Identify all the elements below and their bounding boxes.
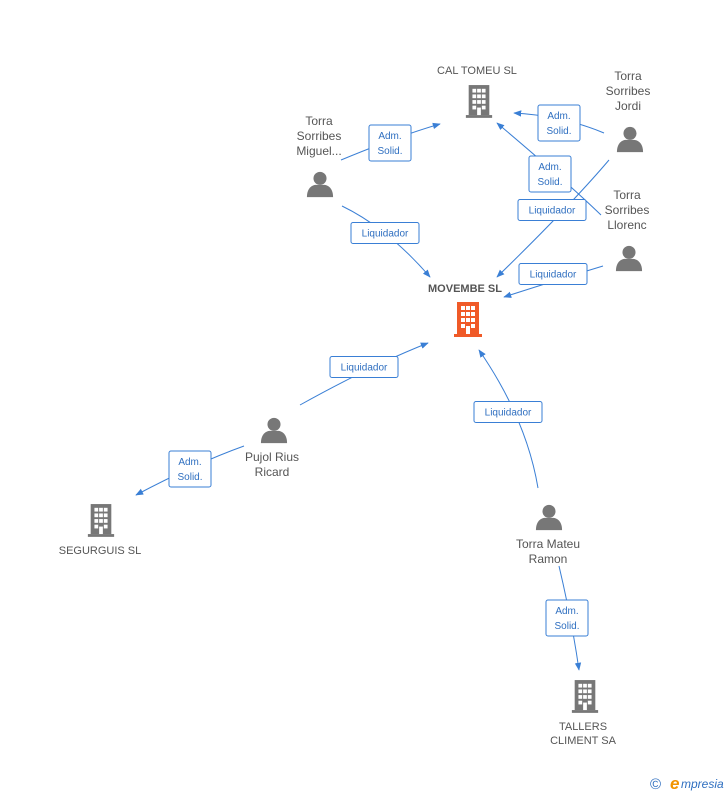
- node-label: Sorribes: [605, 203, 650, 217]
- brand-name: mpresia: [681, 777, 724, 791]
- person-icon: [616, 126, 644, 153]
- node-label: MOVEMBE SL: [428, 283, 502, 295]
- brand-watermark: © e mpresia: [650, 774, 724, 793]
- edge-label-text: Adm.: [538, 162, 561, 173]
- edge-label-e8[interactable]: Adm. Solid.: [168, 450, 212, 488]
- edge-label-box: [545, 599, 589, 637]
- edge-label-e3[interactable]: Adm. Solid.: [537, 104, 581, 142]
- node-talleres[interactable]: TALLERS CLIMENT SA: [550, 680, 617, 747]
- edge-label-text: Solid.: [554, 621, 579, 632]
- edge-label-box: [350, 222, 420, 244]
- edge-label-box: [537, 104, 581, 142]
- node-label: Torra: [305, 114, 333, 128]
- edge-label-text: Adm.: [555, 606, 578, 617]
- node-movembe[interactable]: MOVEMBE SL: [428, 283, 502, 337]
- edge-label-text: Solid.: [177, 472, 202, 483]
- edge-label-text: Liquidador: [485, 408, 532, 419]
- edge-label-e6[interactable]: Liquidador: [518, 263, 588, 285]
- building-icon: [454, 302, 482, 337]
- person-icon: [306, 171, 334, 198]
- edge-label-box: [473, 401, 543, 423]
- node-label: CLIMENT SA: [550, 735, 616, 747]
- edge-label-e1[interactable]: Adm. Solid.: [368, 124, 412, 162]
- brand-logo-letter: e: [670, 774, 679, 793]
- edge-label-text: Liquidador: [529, 206, 576, 217]
- edge-label-box: [329, 356, 399, 378]
- edge-label-text: Liquidador: [341, 363, 388, 374]
- edge-label-e2[interactable]: Liquidador: [350, 222, 420, 244]
- node-label: Llorenc: [607, 218, 646, 232]
- node-label: Jordi: [615, 99, 641, 113]
- node-label: CAL TOMEU SL: [437, 65, 517, 77]
- node-label: Sorribes: [606, 84, 651, 98]
- edge-label-text: Adm.: [547, 111, 570, 122]
- copyright-icon: ©: [650, 776, 661, 793]
- node-label: TALLERS: [559, 721, 607, 733]
- person-icon: [260, 417, 288, 444]
- node-label: Torra: [613, 188, 641, 202]
- nodes-layer: MOVEMBE SL CAL TOMEU SL SEGURGUIS SL TALLER…: [59, 65, 651, 747]
- edge-label-box: [528, 155, 572, 193]
- node-label: Ramon: [529, 552, 568, 566]
- person-icon: [535, 504, 563, 531]
- node-label: Torra: [614, 69, 642, 83]
- edge-label-text: Solid.: [546, 126, 571, 137]
- node-label: Pujol Rius: [245, 450, 299, 464]
- building-icon: [465, 85, 493, 118]
- edge-label-text: Liquidador: [530, 270, 577, 281]
- building-icon: [87, 504, 115, 537]
- node-torra-miguel[interactable]: TorraSorribesMiguel...: [296, 114, 342, 198]
- edge-label-text: Adm.: [378, 131, 401, 142]
- person-icon: [615, 245, 643, 272]
- building-icon: [571, 680, 599, 713]
- edge-label-e5[interactable]: Liquidador: [517, 199, 587, 221]
- edge-label-e9[interactable]: Liquidador: [473, 401, 543, 423]
- node-segurguis[interactable]: SEGURGUIS SL: [59, 504, 142, 557]
- node-label: Ricard: [255, 465, 290, 479]
- node-label: Torra Mateu: [516, 537, 580, 551]
- edge-label-box: [517, 199, 587, 221]
- edge-label-e10[interactable]: Adm. Solid.: [545, 599, 589, 637]
- edge-label-text: Solid.: [377, 146, 402, 157]
- node-label: Sorribes: [297, 129, 342, 143]
- edge-label-text: Liquidador: [362, 229, 409, 240]
- edge-label-box: [518, 263, 588, 285]
- edge-label-box: [368, 124, 412, 162]
- edge-labels-layer: Adm.Solid.LiquidadorAdm.Solid.Adm.Solid.…: [168, 104, 589, 637]
- edge-label-text: Adm.: [178, 457, 201, 468]
- edge-label-e4[interactable]: Adm. Solid.: [528, 155, 572, 193]
- edge-label-text: Solid.: [537, 177, 562, 188]
- node-label: Miguel...: [296, 144, 341, 158]
- edge-label-e7[interactable]: Liquidador: [329, 356, 399, 378]
- edge-label-box: [168, 450, 212, 488]
- node-cal-tomeu[interactable]: CAL TOMEU SL: [437, 65, 517, 118]
- node-label: SEGURGUIS SL: [59, 545, 142, 557]
- edges-layer: [135, 110, 610, 671]
